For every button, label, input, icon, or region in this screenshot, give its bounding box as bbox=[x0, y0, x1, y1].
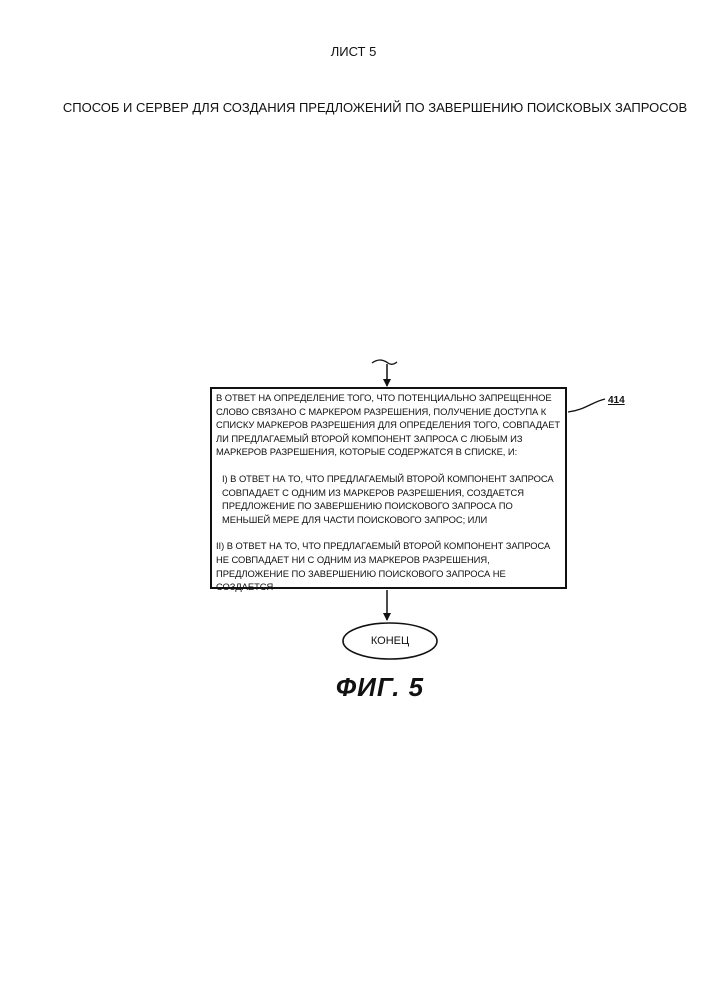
process-step-box: В ОТВЕТ НА ОПРЕДЕЛЕНИЕ ТОГО, ЧТО ПОТЕНЦИ… bbox=[210, 387, 567, 589]
step-option-1-text: I) В ОТВЕТ НА ТО, ЧТО ПРЕДЛАГАЕМЫЙ ВТОРО… bbox=[216, 472, 561, 526]
step-reference-number: 414 bbox=[608, 395, 625, 406]
paragraph-gap bbox=[216, 459, 561, 472]
step-intro-text: В ОТВЕТ НА ОПРЕДЕЛЕНИЕ ТОГО, ЧТО ПОТЕНЦИ… bbox=[216, 391, 561, 459]
step-option-2-text: II) В ОТВЕТ НА ТО, ЧТО ПРЕДЛАГАЕМЫЙ ВТОР… bbox=[216, 539, 561, 593]
figure-caption: ФИГ. 5 bbox=[0, 672, 707, 703]
incoming-flow-break-mark bbox=[372, 360, 397, 364]
end-terminal-label: КОНЕЦ bbox=[343, 625, 437, 657]
reference-leader-line bbox=[568, 399, 605, 412]
paragraph-gap bbox=[216, 526, 561, 539]
